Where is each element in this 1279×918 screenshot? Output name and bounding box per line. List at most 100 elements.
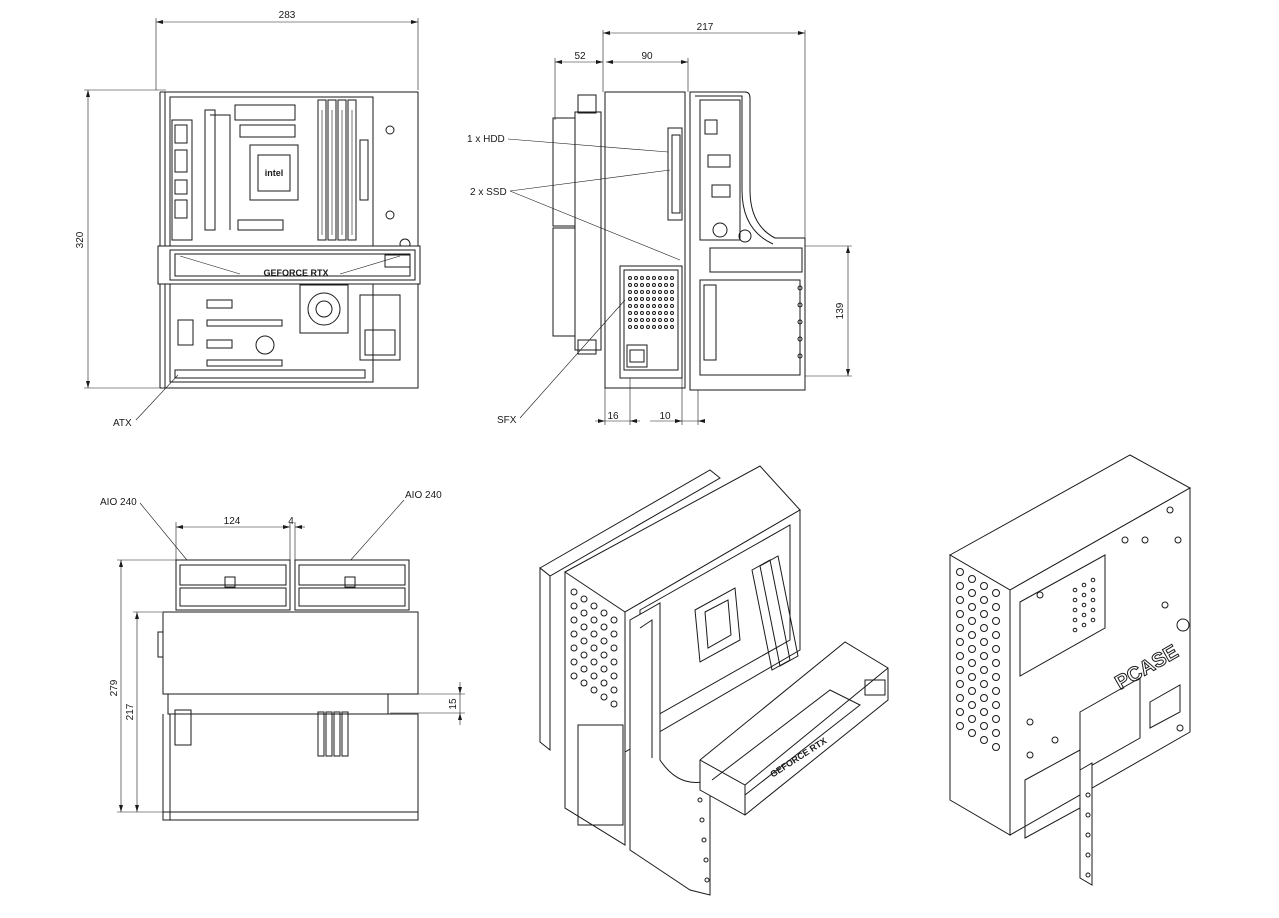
side-vent-hole <box>968 715 976 723</box>
label-ssd: 2 x SSD <box>470 187 507 198</box>
side-vent-hole <box>992 729 1000 737</box>
dim-283: 283 <box>279 10 296 21</box>
rear-vent-hole <box>1090 577 1096 583</box>
side-vent-hole <box>980 610 988 618</box>
rear-vent-hole <box>1081 602 1087 608</box>
psu-vent-hole <box>664 297 668 301</box>
side-vent-hole <box>580 651 588 659</box>
psu-vent-hole <box>658 325 662 329</box>
label-atx: ATX <box>113 418 132 429</box>
side-vent-hole <box>610 672 618 680</box>
psu-vent-hole <box>634 276 638 280</box>
rear-vent-hole <box>1081 582 1087 588</box>
side-vent-hole <box>600 693 608 701</box>
psu-vent-hole <box>628 311 632 315</box>
psu-vent-hole <box>658 318 662 322</box>
side-vent-hole <box>580 595 588 603</box>
label-hdd: 1 x HDD <box>467 134 505 145</box>
side-vent-hole <box>580 637 588 645</box>
psu-vent-hole <box>658 290 662 294</box>
psu-vent-hole <box>640 304 644 308</box>
side-vent-hole <box>956 722 964 730</box>
psu-vent-hole <box>658 304 662 308</box>
side-vent-hole <box>956 568 964 576</box>
psu-vent-hole <box>652 276 656 280</box>
side-vent-hole <box>570 658 578 666</box>
psu-vent-hole <box>634 290 638 294</box>
psu-vent-hole <box>628 283 632 287</box>
rear-vent-hole <box>1072 597 1078 603</box>
side-vent-hole <box>980 652 988 660</box>
psu-vent-hole <box>652 283 656 287</box>
side-view: 217 52 90 <box>467 22 852 426</box>
side-vent-hole <box>980 582 988 590</box>
psu-vent-hole <box>670 318 674 322</box>
side-vent-hole <box>968 589 976 597</box>
side-vent-hole <box>956 680 964 688</box>
svg-text:intel: intel <box>265 168 284 178</box>
iso-view: GEFORCE RTX <box>539 465 889 896</box>
side-vent-hole <box>590 630 598 638</box>
side-vent-hole <box>968 729 976 737</box>
psu-vent-hole <box>640 290 644 294</box>
side-vent-hole <box>600 609 608 617</box>
side-vent-hole <box>600 651 608 659</box>
psu-vent-hole <box>646 325 650 329</box>
rear-vent-hole <box>1090 617 1096 623</box>
psu-vent-hole <box>670 290 674 294</box>
side-vent-hole <box>590 602 598 610</box>
side-vent-hole <box>580 665 588 673</box>
psu-vent-hole <box>652 290 656 294</box>
side-vent-hole <box>968 659 976 667</box>
psu-vent-hole <box>658 276 662 280</box>
gpu-label: GEFORCE RTX <box>263 268 328 278</box>
label-sfx: SFX <box>497 415 517 426</box>
psu-vent-hole <box>652 311 656 315</box>
psu-vent-hole <box>670 304 674 308</box>
psu-vent-hole <box>640 325 644 329</box>
psu-vent-hole <box>670 297 674 301</box>
side-vent-hole <box>992 617 1000 625</box>
rear-vent-hole <box>1072 607 1078 613</box>
side-vent-hole <box>968 631 976 639</box>
psu-vent-hole <box>670 325 674 329</box>
rear-vent-hole <box>1072 627 1078 633</box>
side-vent-hole <box>980 722 988 730</box>
psu-vent-hole <box>664 318 668 322</box>
side-vent-hole <box>590 672 598 680</box>
side-vent-hole <box>980 708 988 716</box>
dim-279: 279 <box>109 679 120 696</box>
dim-139: 139 <box>835 302 846 319</box>
psu-vent-hole <box>664 325 668 329</box>
side-vent-hole <box>992 687 1000 695</box>
rear-vent-hole <box>1090 587 1096 593</box>
rear-vent-hole <box>1081 612 1087 618</box>
label-aio-left: AIO 240 <box>100 497 137 508</box>
side-vent-hole <box>610 658 618 666</box>
rear-vent-hole <box>1081 622 1087 628</box>
side-vent-hole <box>956 638 964 646</box>
side-vent-hole <box>600 637 608 645</box>
side-vent-hole <box>992 743 1000 751</box>
side-vent-hole <box>980 694 988 702</box>
psu-vent-hole <box>640 283 644 287</box>
psu-vent-hole <box>634 318 638 322</box>
psu-vent-hole <box>670 276 674 280</box>
side-vent-hole <box>956 694 964 702</box>
dim-90: 90 <box>641 51 653 62</box>
psu-vent-hole <box>646 276 650 280</box>
rear-vent-hole <box>1072 617 1078 623</box>
dim-4: 4 <box>288 516 294 527</box>
side-vent-hole <box>600 623 608 631</box>
side-vent-hole <box>956 596 964 604</box>
side-vent-hole <box>570 588 578 596</box>
rear-vent-hole <box>1090 607 1096 613</box>
dim-16: 16 <box>607 411 619 422</box>
side-vent-hole <box>610 700 618 708</box>
psu-vent-hole <box>628 297 632 301</box>
psu-vent-hole <box>670 311 674 315</box>
psu-vent-hole <box>628 325 632 329</box>
side-vent-hole <box>610 630 618 638</box>
side-vent-hole <box>980 638 988 646</box>
